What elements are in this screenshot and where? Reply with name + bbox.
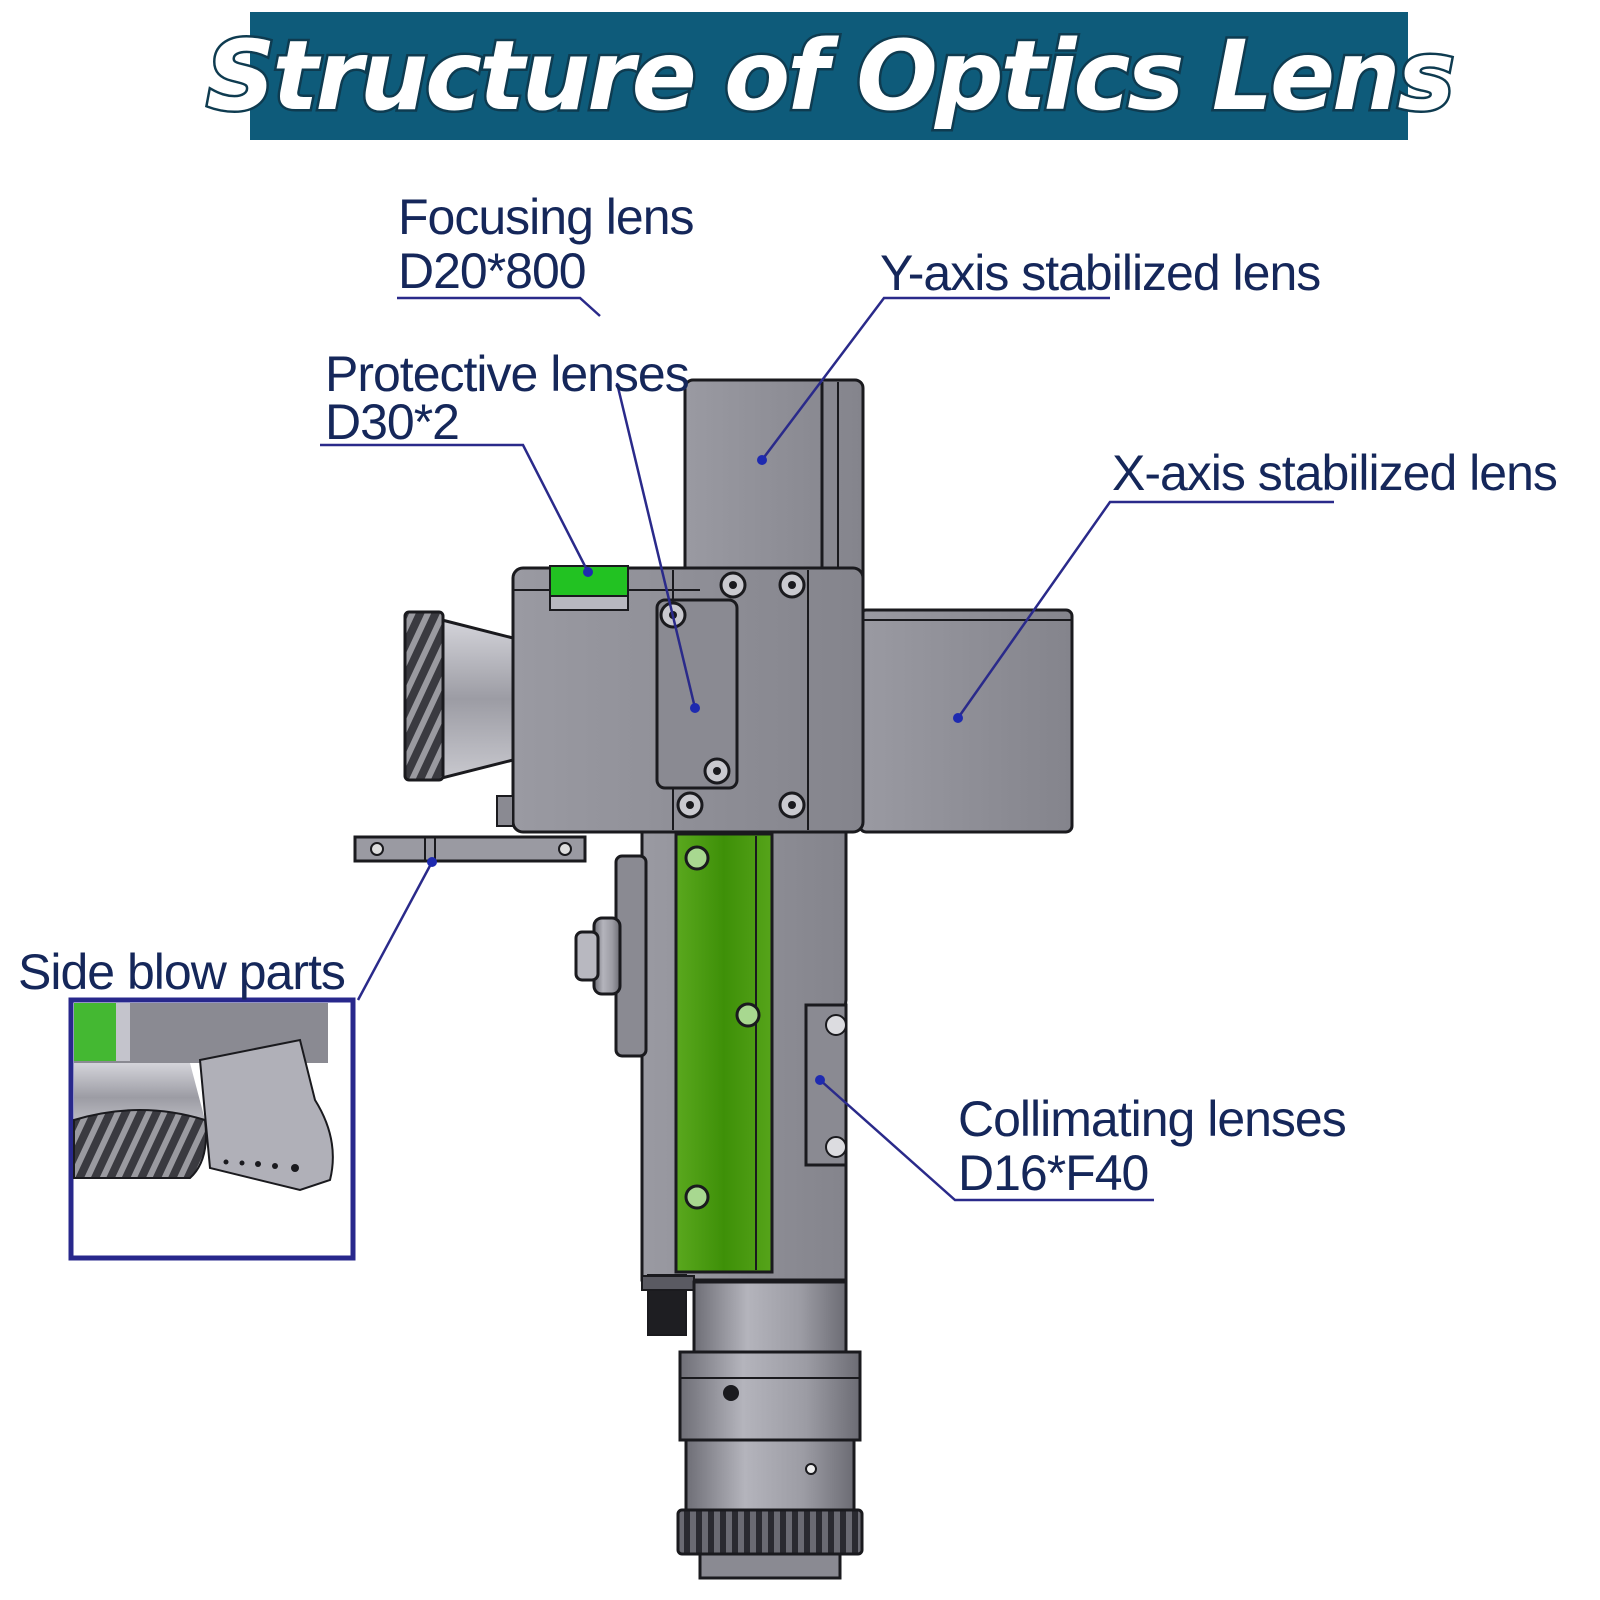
y-axis-lens-label: Y-axis stabilized lens bbox=[880, 245, 1321, 301]
collimator-column bbox=[574, 830, 848, 1336]
leader-lines bbox=[320, 296, 1334, 1202]
fiber-tube bbox=[676, 1280, 864, 1580]
focusing-lens-label: Focusing lens D20*800 bbox=[398, 190, 694, 298]
title-banner: Structure of Optics Lens bbox=[204, 12, 1457, 140]
collimating-lenses-name: Collimating lenses bbox=[958, 1091, 1347, 1147]
collimating-lenses-label: Collimating lenses D16*F40 bbox=[958, 1091, 1347, 1201]
main-body bbox=[496, 565, 865, 834]
collimating-lenses-spec: D16*F40 bbox=[958, 1145, 1149, 1201]
focusing-lens-spec: D20*800 bbox=[398, 243, 587, 299]
page-title: Structure of Optics Lens bbox=[204, 18, 1457, 135]
side-blow-inset bbox=[68, 997, 356, 1261]
protective-lenses-label: Protective lenses D30*2 bbox=[325, 346, 690, 450]
protective-lenses-spec: D30*2 bbox=[325, 394, 460, 450]
focusing-lens-name: Focusing lens bbox=[398, 189, 694, 245]
side-blow-bracket bbox=[353, 835, 587, 863]
focusing-lens-assembly bbox=[403, 610, 515, 782]
x-axis-housing bbox=[858, 608, 1074, 834]
leader-dots bbox=[427, 455, 963, 1085]
side-blow-label: Side blow parts bbox=[18, 944, 346, 1000]
x-axis-lens-label: X-axis stabilized lens bbox=[1112, 445, 1558, 501]
protective-lenses-name: Protective lenses bbox=[325, 346, 690, 402]
